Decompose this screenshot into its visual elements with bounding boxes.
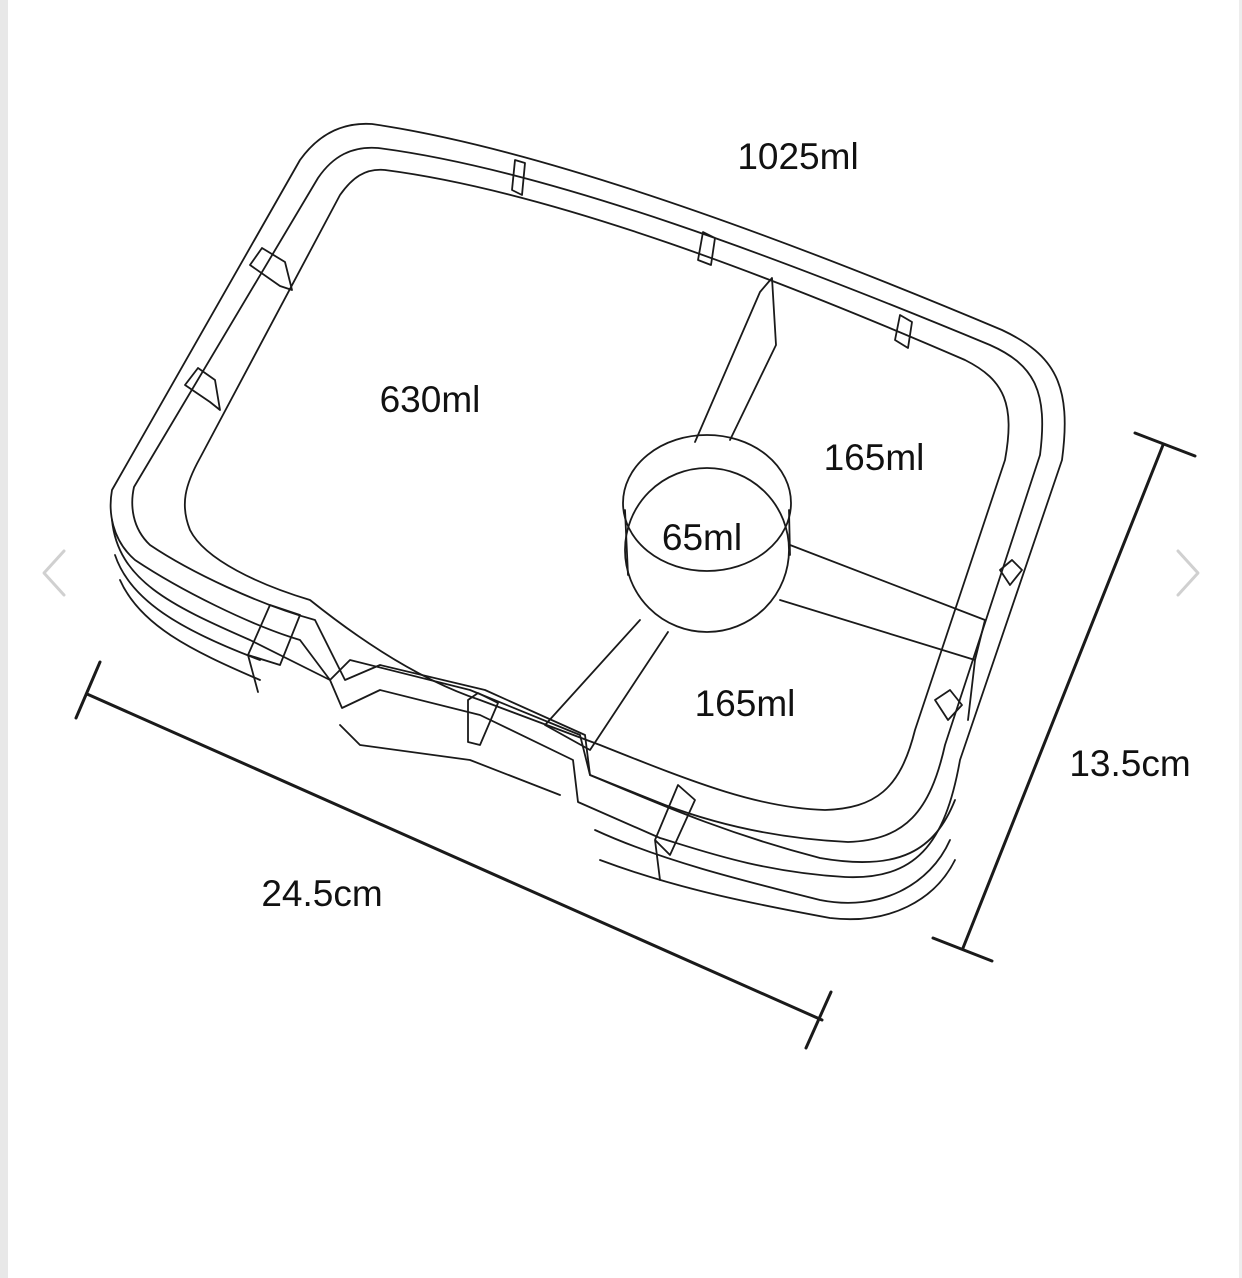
- front-cutout-right: [654, 784, 696, 881]
- dimension-width: [931, 431, 1197, 963]
- front-cutout-left: [247, 604, 301, 693]
- dip-cup-rim: [622, 434, 792, 572]
- label-right-lower-compartment: 165ml: [695, 683, 796, 724]
- label-large-compartment: 630ml: [380, 379, 481, 420]
- divider-right: [779, 544, 986, 721]
- left-edge-strip: [0, 0, 8, 1278]
- back-wall-tab-3: [894, 314, 913, 349]
- front-cutout-mid: [467, 692, 499, 746]
- tray-base-line-2: [114, 554, 951, 904]
- right-wall-tab-2: [934, 689, 963, 721]
- label-right-upper-compartment: 165ml: [824, 437, 925, 478]
- chevron-right-icon[interactable]: [1172, 545, 1206, 601]
- tray-outer-rim: [109, 122, 1066, 878]
- divider-upper: [694, 277, 777, 443]
- chevron-left-icon[interactable]: [36, 545, 70, 601]
- back-wall-tab-1: [511, 159, 526, 196]
- back-wall-tab-2: [697, 231, 716, 266]
- tray-base-line-1: [111, 519, 956, 864]
- label-length: 24.5cm: [261, 873, 382, 914]
- divider-lower: [544, 619, 669, 751]
- dip-cup-wall: [624, 509, 791, 576]
- right-wall-tab-1: [999, 559, 1023, 586]
- compartment-floor: [183, 168, 1010, 811]
- dimension-length: [74, 660, 833, 1050]
- left-wall-tab-1: [249, 247, 293, 291]
- label-width: 13.5cm: [1069, 743, 1190, 784]
- tray-inner-rim: [131, 146, 1044, 843]
- label-total-capacity: 1025ml: [737, 136, 858, 177]
- right-edge-strip: [1239, 0, 1242, 1278]
- left-wall-tab-2: [184, 367, 221, 411]
- label-dip-cup: 65ml: [662, 517, 742, 558]
- tray-base-line-3: [119, 579, 956, 920]
